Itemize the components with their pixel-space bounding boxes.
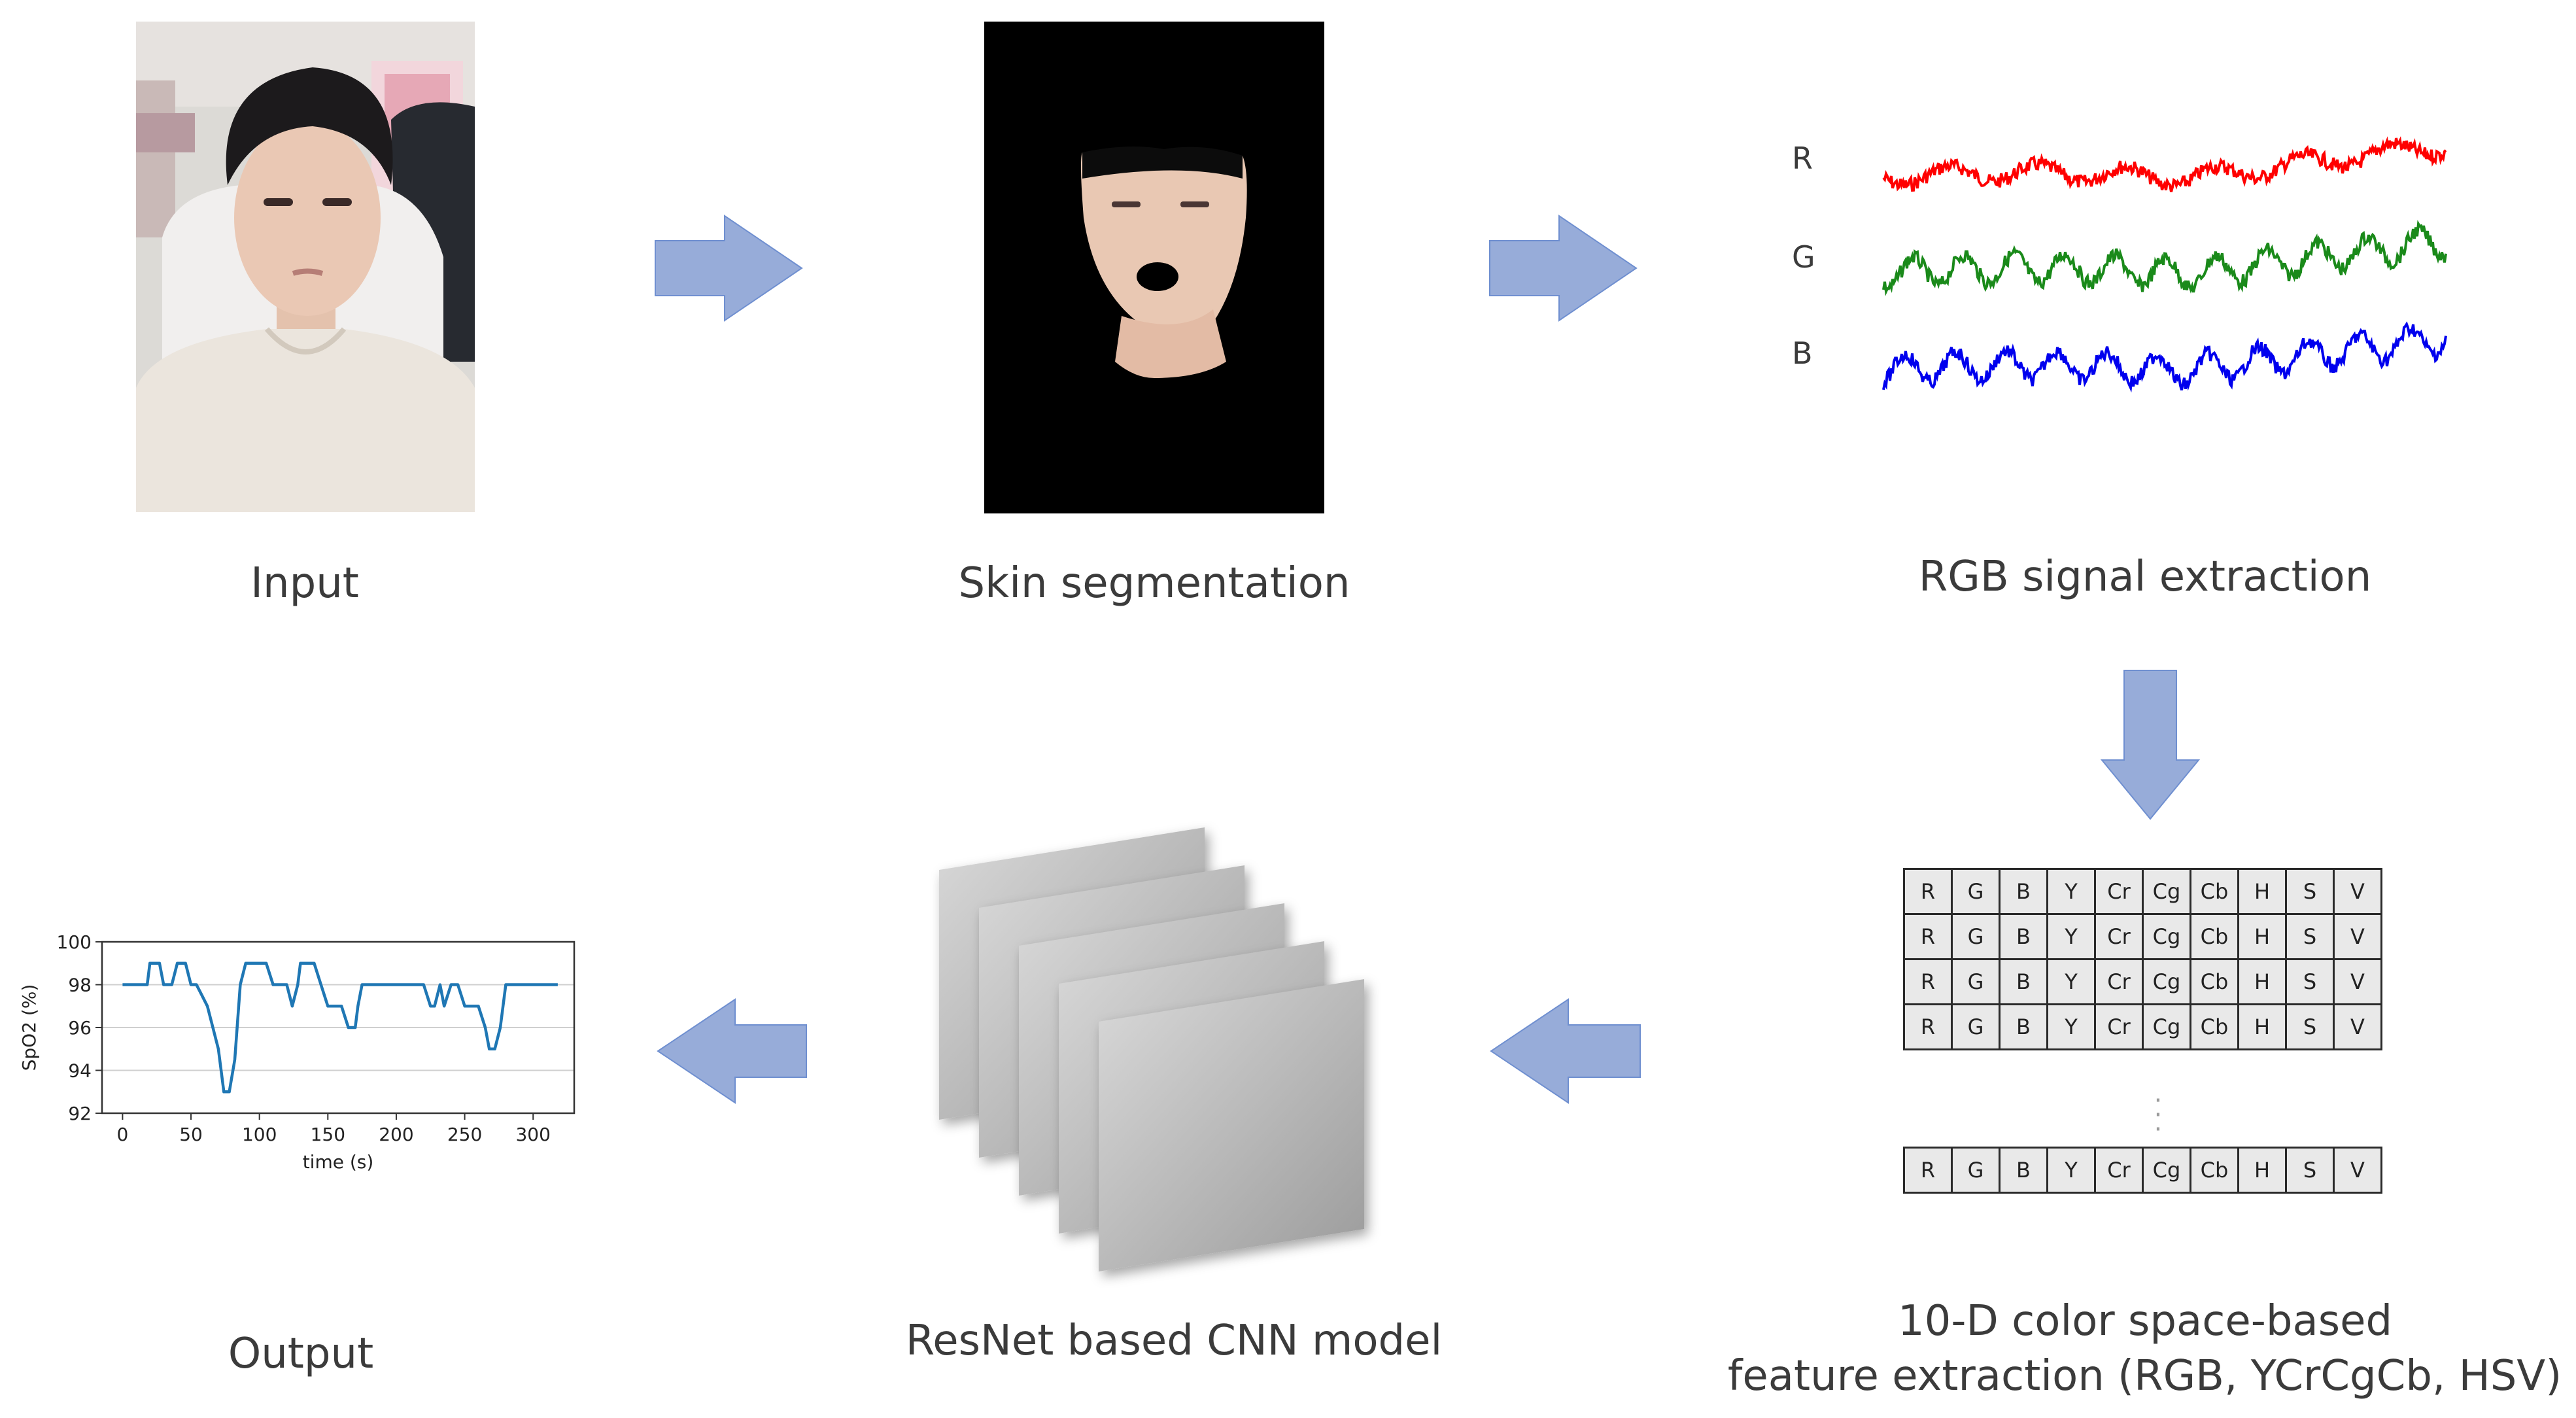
feature-cell: R <box>1903 1147 1953 1194</box>
feature-cell: G <box>1951 958 2001 1005</box>
feature-cell: Cb <box>2190 913 2239 960</box>
signal-g <box>1882 220 2447 296</box>
feature-cell: S <box>2285 913 2335 960</box>
stage-label-output: Output <box>228 1330 374 1378</box>
feature-cell: Cb <box>2190 958 2239 1005</box>
feature-cell: Cb <box>2190 868 2239 915</box>
y-tick-label: 92 <box>68 1103 92 1124</box>
feature-cell: B <box>1999 958 2048 1005</box>
feature-cell: V <box>2333 868 2382 915</box>
signal-label-g: G <box>1792 239 1815 275</box>
feature-cell: V <box>2333 1147 2382 1194</box>
x-axis-label: time (s) <box>303 1151 374 1173</box>
stage-label-cnn: ResNet based CNN model <box>905 1317 1443 1365</box>
stage-label-input: Input <box>250 559 359 608</box>
arrow-down-icon <box>2100 670 2201 820</box>
y-tick-label: 94 <box>68 1060 92 1082</box>
cnn-layer-1 <box>939 827 1205 1120</box>
feature-cell: H <box>2237 1147 2287 1194</box>
feature-cell: Y <box>2046 868 2096 915</box>
stage-label-skin: Skin segmentation <box>958 559 1350 608</box>
feature-cell: B <box>1999 1003 2048 1050</box>
feature-cell: Cr <box>2094 868 2144 915</box>
feature-cell: H <box>2237 1003 2287 1050</box>
feature-cell: Cr <box>2094 1147 2144 1194</box>
signal-label-r: R <box>1792 141 1813 176</box>
y-tick-label: 96 <box>68 1017 92 1039</box>
feature-cell: S <box>2285 868 2335 915</box>
stage-label-feature-1: 10-D color space-based <box>1897 1297 2393 1345</box>
feature-cell: H <box>2237 913 2287 960</box>
feature-cell: R <box>1903 913 1953 960</box>
feature-cell: Y <box>2046 1147 2096 1194</box>
cnn-layer-4 <box>1059 941 1324 1234</box>
y-tick-label: 100 <box>57 931 92 953</box>
x-tick-label: 200 <box>379 1124 413 1145</box>
feature-cell: V <box>2333 958 2382 1005</box>
feature-cell: V <box>2333 1003 2382 1050</box>
skin-segmentation-image <box>984 22 1324 513</box>
feature-cell: H <box>2237 868 2287 915</box>
x-tick-label: 300 <box>515 1124 550 1145</box>
feature-cell: R <box>1903 958 1953 1005</box>
feature-cell: G <box>1951 913 2001 960</box>
cnn-layer-3 <box>1019 903 1284 1196</box>
x-tick-label: 100 <box>242 1124 277 1145</box>
feature-cell: G <box>1951 868 2001 915</box>
ellipsis-dots: ··· <box>2154 1086 2163 1145</box>
feature-cell: B <box>1999 868 2048 915</box>
feature-cell: Cr <box>2094 958 2144 1005</box>
y-tick-label: 98 <box>68 975 92 996</box>
feature-cell: S <box>2285 1147 2335 1194</box>
signal-r <box>1882 136 2447 192</box>
feature-cell: Cr <box>2094 1003 2144 1050</box>
x-tick-label: 0 <box>116 1124 128 1145</box>
feature-cell: G <box>1951 1147 2001 1194</box>
feature-cell: S <box>2285 958 2335 1005</box>
feature-cell: V <box>2333 913 2382 960</box>
arrow-left-2-icon <box>657 998 807 1104</box>
feature-cell: B <box>1999 913 2048 960</box>
feature-cell: Cg <box>2142 868 2191 915</box>
signal-b <box>1882 321 2447 393</box>
chart-frame <box>101 941 575 1115</box>
feature-cell: Cb <box>2190 1147 2239 1194</box>
arrow-right-1-icon <box>655 215 803 322</box>
arrow-right-2-icon <box>1489 215 1638 322</box>
signal-label-b: B <box>1792 336 1813 371</box>
feature-cell: S <box>2285 1003 2335 1050</box>
feature-cell: Y <box>2046 913 2096 960</box>
input-photo <box>136 22 475 512</box>
feature-cell: R <box>1903 1003 1953 1050</box>
y-axis-label: SpO2 (%) <box>18 984 40 1071</box>
feature-cell: Cr <box>2094 913 2144 960</box>
spo2-line <box>122 961 558 1094</box>
feature-cell: Cb <box>2190 1003 2239 1050</box>
feature-cell: Cg <box>2142 1147 2191 1194</box>
feature-cell: Y <box>2046 1003 2096 1050</box>
x-tick-label: 50 <box>179 1124 203 1145</box>
feature-cell: R <box>1903 868 1953 915</box>
feature-cell: H <box>2237 958 2287 1005</box>
x-tick-label: 250 <box>447 1124 482 1145</box>
feature-cell: Cg <box>2142 913 2191 960</box>
stage-label-feature-2: feature extraction (RGB, YCrCgCb, HSV) <box>1727 1352 2562 1400</box>
x-tick-label: 150 <box>311 1124 345 1145</box>
stage-label-rgb: RGB signal extraction <box>1918 553 2372 601</box>
feature-cell: Cg <box>2142 1003 2191 1050</box>
feature-cell: B <box>1999 1147 2048 1194</box>
cnn-layer-2 <box>979 865 1245 1158</box>
feature-cell: Y <box>2046 958 2096 1005</box>
feature-cell: Cg <box>2142 958 2191 1005</box>
feature-cell: G <box>1951 1003 2001 1050</box>
cnn-layer-5 <box>1099 979 1364 1271</box>
arrow-left-1-icon <box>1490 998 1641 1104</box>
